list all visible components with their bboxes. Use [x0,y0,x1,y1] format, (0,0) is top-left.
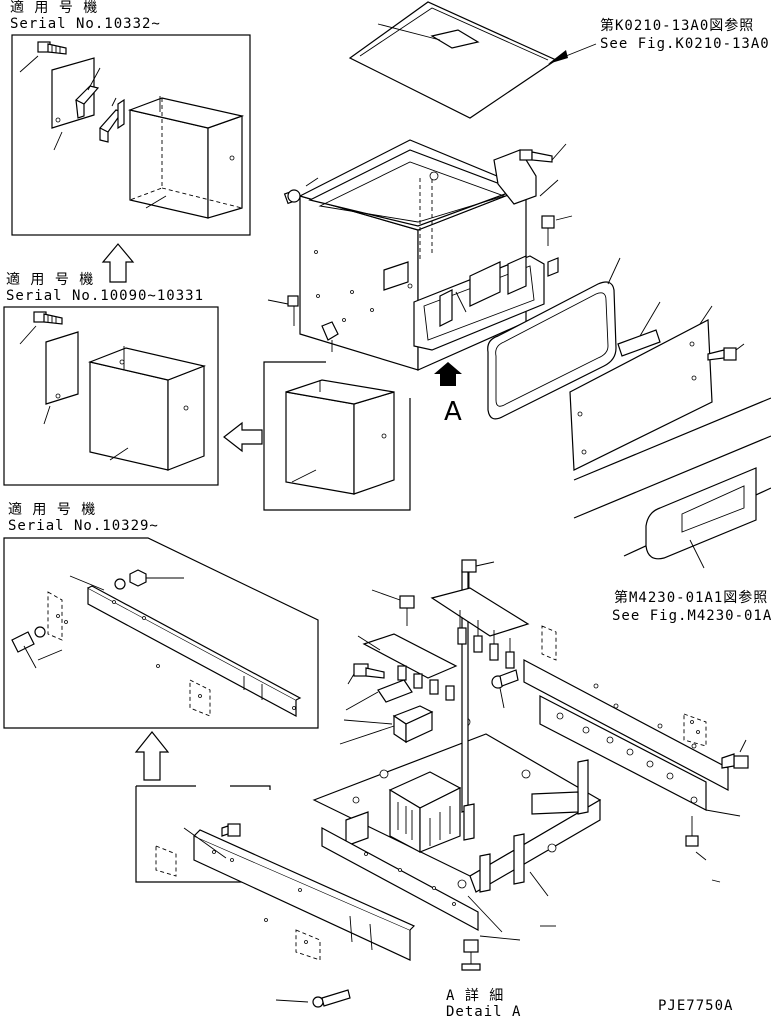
cover-box-2 [87,346,207,471]
view-letter: A [444,397,462,427]
detail-a-assembly [312,567,729,932]
bracket-plate [45,331,79,405]
applicable-label-3: 適 用 号 機 [8,501,96,518]
ref-top-jp: 第K0210-13A0図参照 [600,17,754,34]
inset-serial-10329: 適 用 号 機 Serial No.10329~ [3,501,319,729]
bolt-icon [267,295,299,326]
ref-mid-jp: 第M4230-01A1図参照 [614,589,768,606]
bolt-icon [221,823,241,837]
bolt-icon [519,143,567,163]
bolt-icon [707,343,745,361]
serial-label-1: Serial No.10332~ [10,16,161,32]
bolt-icon [541,215,573,246]
bolt-icon [283,177,319,205]
rail-panel-bottom [135,785,416,1008]
inset-frame-3 [3,537,319,729]
seal-piece [617,329,661,357]
bolt-icon [685,816,707,861]
serial-label-2: Serial No.10090~10331 [6,288,204,304]
inset-serial-10090: 適 用 号 機 Serial No.10090~10331 [3,271,219,486]
top-cover-panel [348,1,558,119]
door-panel [569,305,713,471]
left-arrow-icon [223,421,263,453]
ref-mid-en: See Fig.M4230-01A1 [612,608,771,624]
view-arrow-icon [434,362,462,386]
bolt-icon [37,41,67,55]
bolt-icon [275,989,351,1008]
bolt-icon [11,626,46,669]
duct-cover [573,397,771,569]
bolt-icon [461,939,481,971]
inset-frame-1 [11,34,251,236]
drawing-code: PJE7750A [658,998,733,1014]
bolt-icon [721,739,749,769]
bolt-icon [491,669,519,709]
up-arrow-icon [101,243,135,283]
up-arrow-icon [134,731,170,781]
gasket-ring [487,257,621,420]
serial-label-3: Serial No.10329~ [8,518,159,534]
cover-box-1 [127,96,245,219]
applicable-label-1: 適 用 号 機 [10,0,98,16]
bolt-icon [347,663,385,685]
ref-top-en: See Fig.K0210-13A0 [600,36,770,52]
inset-frame-2 [3,306,219,486]
detail-label-en: Detail A [446,1004,521,1017]
clip-bracket [74,85,100,119]
applicable-label-2: 適 用 号 機 [6,271,94,288]
inset-cover-center [263,361,411,511]
main-box-assembly [298,1,597,371]
inset-serial-10332: 適 用 号 機 Serial No.10332~ [10,0,251,236]
detail-label-jp: A 詳 細 [446,988,504,1004]
bolt-icon [33,311,63,325]
bolt-icon [461,559,495,588]
bolt-icon [371,589,415,626]
